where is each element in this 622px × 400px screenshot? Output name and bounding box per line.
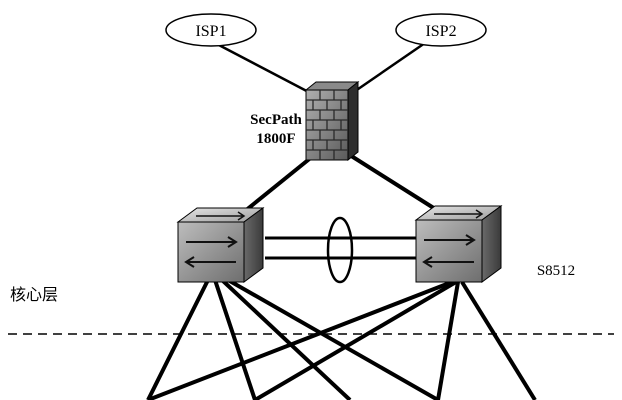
switch-right-front (415, 219, 483, 283)
isp-links (214, 41, 426, 100)
switch-right-label: S8512 (537, 263, 575, 279)
isp1-ellipse (165, 13, 257, 47)
firewall-icon (304, 80, 360, 162)
downlink (147, 280, 453, 400)
core-switch-right (414, 205, 503, 283)
downlink (227, 278, 439, 400)
isp2-ellipse (395, 13, 487, 47)
isp1-node: ISP1 (165, 13, 257, 47)
downlinks (146, 278, 537, 400)
downlink (213, 279, 257, 400)
isp1-label: ISP1 (195, 23, 226, 40)
downlink (436, 281, 460, 400)
trunk-links (265, 236, 416, 260)
downlink (220, 278, 352, 400)
switch-arrows-icon (184, 211, 246, 268)
core-layer-label: 核心层 (10, 285, 58, 304)
link-firewall-switch-right (343, 150, 442, 214)
link-firewall-switch-left (238, 150, 320, 217)
link-isp1-firewall (214, 41, 321, 100)
core-switch-left (176, 207, 265, 283)
downlink (146, 279, 210, 400)
switch-left-front (177, 221, 245, 283)
firewall-label-line1: SecPath (250, 112, 302, 128)
link-isp2-firewall (347, 41, 426, 98)
isp2-node: ISP2 (395, 13, 487, 47)
downlink (253, 280, 458, 400)
downlink (460, 280, 537, 400)
firewall-links (238, 150, 442, 217)
isp2-label: ISP2 (425, 23, 456, 40)
link-aggregation-ellipse (326, 216, 354, 284)
switch-arrows-icon (422, 209, 484, 268)
firewall-side (347, 80, 359, 162)
firewall-label-line2: 1800F (256, 131, 295, 147)
firewall-brick-pattern (306, 90, 348, 160)
switch-right-side (481, 205, 502, 283)
